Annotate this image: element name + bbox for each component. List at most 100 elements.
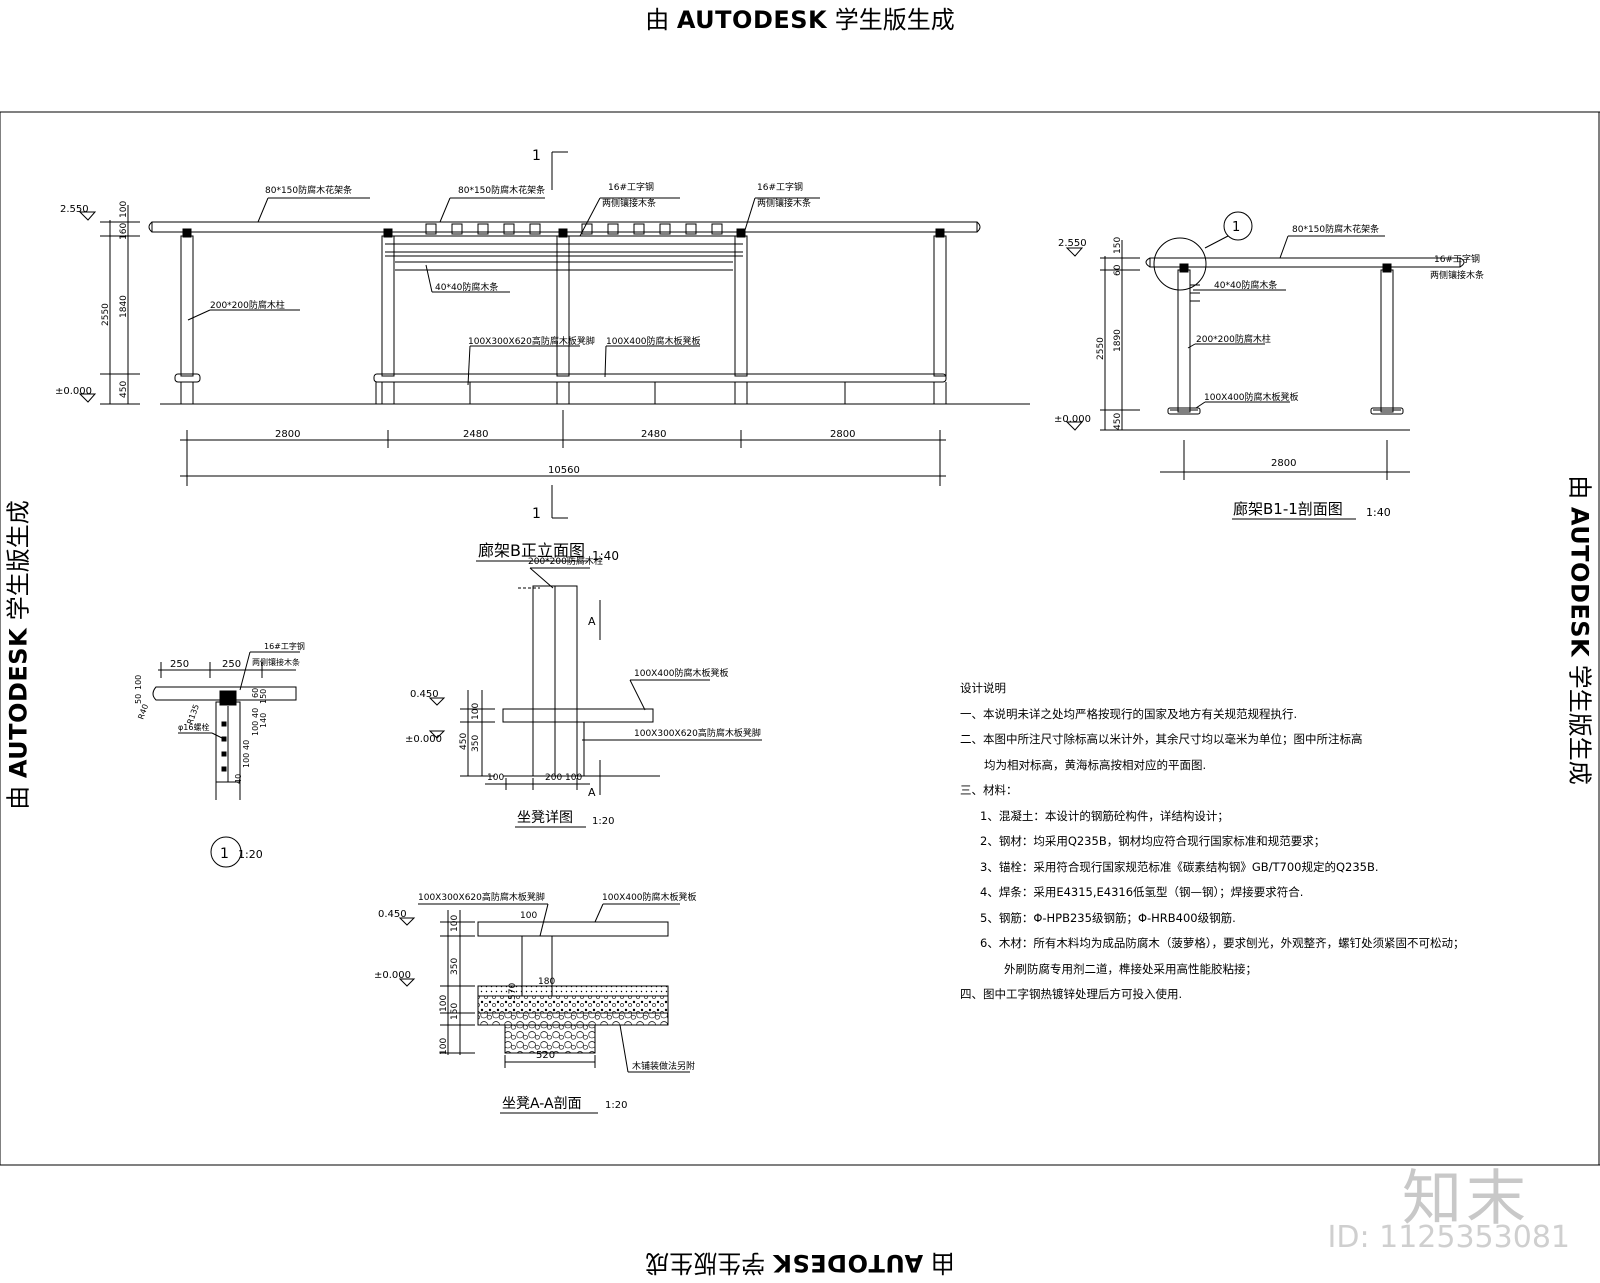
dim-h-2: 2480: [463, 429, 488, 440]
d1-dim-left-r40: R40: [136, 703, 150, 721]
label-beam-left: 80*150防腐木花架条: [265, 184, 352, 196]
bd-dim-450: 450: [459, 733, 469, 750]
label-purlin: 40*40防腐木条: [435, 281, 498, 293]
bs-dim-100c: 100: [439, 1038, 449, 1055]
bd-title: 坐凳详图: [517, 810, 573, 826]
bs-dim-350: 350: [450, 958, 460, 975]
notes-title: 设计说明: [960, 681, 1006, 695]
d1-dim-right-100: 100: [251, 721, 260, 736]
student-stamp-top: 由 AUTODESK 学生版生成: [645, 6, 955, 34]
b1-label-steel-2: 两侧镶接木条: [1430, 269, 1484, 281]
b1-label-steel: 16#工字钢: [1434, 253, 1480, 265]
label-steel-right-2: 两侧镶接木条: [757, 197, 811, 209]
d1-dim-top-2: 250: [222, 659, 241, 670]
b1-level-zero: ±0.000: [1054, 414, 1091, 425]
dim-total: 10560: [548, 465, 580, 476]
dim-1840: 1840: [119, 295, 129, 318]
d1-dim-right-150: 150: [259, 689, 268, 704]
bd-label-leg: 100X300X620高防腐木板凳脚: [634, 727, 761, 739]
elevation-scale: 1:40: [592, 549, 619, 563]
label-steel-right: 16#工字钢: [757, 181, 803, 193]
note-line-8: 4、焊条：采用E4315,E4316低氢型（钢—钢）；焊接要求符合.: [980, 885, 1304, 899]
d1-dim-left-100: 100: [134, 675, 143, 690]
bd-level-zero: ±0.000: [405, 734, 442, 745]
bd-dim-350: 350: [471, 735, 481, 752]
b1-label-beam: 80*150防腐木花架条: [1292, 223, 1379, 235]
note-line-10: 6、木材：所有木料均为成品防腐木（菠萝格），要求刨光，外观整齐，螺钉处须紧固不可…: [980, 936, 1465, 950]
elevation-view: 1 1 2.550 ±0.000 100 160 1840 450 2550 2…: [55, 148, 1030, 563]
label-steel-center: 16#工字钢: [608, 181, 654, 193]
bs-dim-inner-100: 100: [520, 911, 537, 921]
dim-160: 160: [119, 223, 129, 240]
d1-label-steel: 16#工字钢: [264, 641, 305, 651]
elevation-title: 廊架B正立面图: [478, 541, 585, 560]
label-column: 200*200防腐木柱: [210, 299, 285, 311]
bs-dim-inner-180: 180: [538, 977, 555, 987]
d1-label-bolt: φ16螺栓: [178, 722, 209, 732]
b1-dim-150: 150: [1113, 237, 1123, 254]
bs-label-plank: 100X400防腐木板凳板: [602, 891, 697, 903]
bd-level-top: 0.450: [410, 689, 439, 700]
dim-2550: 2550: [101, 303, 111, 326]
watermark-logo: 知末: [1402, 1164, 1530, 1234]
bs-label-leg: 100X300X620高防腐木板凳脚: [418, 891, 545, 903]
section-mark-top: 1: [532, 148, 541, 164]
bd-dim-h-200: 200: [545, 773, 562, 783]
d1-scale: 1:20: [238, 848, 263, 861]
note-line-6: 2、钢材：均采用Q235B，钢材均应符合现行国家标准和规范要求；: [980, 834, 1326, 848]
bs-dim-100: 100: [450, 915, 460, 932]
note-line-4: 三、材料：: [960, 783, 1018, 797]
bd-label-column: 200*200防腐木柱: [528, 555, 603, 567]
level-top-label: 2.550: [60, 204, 89, 215]
bs-title: 坐凳A-A剖面: [502, 1096, 582, 1112]
note-line-5: 1、混凝土：本设计的钢筋砼构件，详结构设计；: [980, 808, 1229, 823]
bd-dim-h-100a: 100: [487, 773, 504, 783]
b1-dim-60: 60: [1113, 264, 1123, 276]
note-line-11: 外刷防腐专用剂二道，榫接处采用高性能胶粘接；: [1004, 961, 1257, 976]
b1-dim-width: 2800: [1271, 458, 1296, 469]
bd-label-plank: 100X400防腐木板凳板: [634, 667, 729, 679]
purlin-row: [425, 223, 723, 235]
section-mark-bottom: 1: [532, 506, 541, 522]
label-bench-plank: 100X400防腐木板凳板: [606, 335, 701, 347]
note-line-2: 二、本图中所注尺寸除标高以米计外，其余尺寸均以毫米为单位；图中所注标高: [960, 732, 1363, 746]
d1-dim-right-60: 60: [251, 688, 260, 698]
d1-dim-right-100b: 100: [242, 753, 251, 768]
bd-dim-100: 100: [471, 703, 481, 720]
d1-mark: 1: [220, 846, 229, 862]
dim-h-4: 2800: [830, 429, 855, 440]
d1-label-steel-2: 两侧镶接木条: [252, 657, 300, 667]
design-notes: 设计说明 一、本说明未详之处均严格按现行的国家及地方有关规范规程执行. 二、本图…: [960, 676, 1520, 1008]
note-line-1: 一、本说明未详之处均严格按现行的国家及地方有关规范规程执行.: [960, 706, 1298, 721]
bench-detail-view: A A 0.450 ±0.000 100 450 350 100 200 100…: [405, 555, 762, 828]
bs-dim-100b: 100: [439, 995, 449, 1012]
bd-dim-h-100b: 100: [565, 773, 582, 783]
dim-h-1: 2800: [275, 429, 300, 440]
b1-scale: 1:40: [1366, 506, 1391, 519]
b1-label-bench: 100X400防腐木板凳板: [1204, 391, 1299, 403]
b1-title: 廊架B1-1剖面图: [1233, 500, 1343, 518]
watermark-id: ID: 1125353081: [1327, 1220, 1570, 1255]
dim-450: 450: [119, 381, 129, 398]
d1-dim-top-1: 250: [170, 659, 189, 670]
b1-label-purlin: 40*40防腐木条: [1214, 279, 1277, 291]
bench-section-view: 0.450 ±0.000 100 350 100 150 100 100 570…: [374, 891, 697, 1114]
level-zero-label: ±0.000: [55, 386, 92, 397]
b1-level-top: 2.550: [1058, 238, 1087, 249]
bs-label-paving: 木铺装做法另附: [632, 1060, 695, 1072]
d1-dim-right-40b: 40: [242, 740, 251, 750]
label-beam-center: 80*150防腐木花架条: [458, 184, 545, 196]
dim-h-3: 2480: [641, 429, 666, 440]
bs-dim-base: 520: [536, 1050, 555, 1061]
bd-section-mark-top: A: [588, 615, 596, 628]
bs-dim-150: 150: [450, 1003, 460, 1020]
note-line-12: 四、图中工字钢热镀锌处理后方可投入使用.: [960, 987, 1183, 1001]
sheet-frame: [0, 111, 1600, 1166]
b1-dim-1890: 1890: [1113, 329, 1123, 352]
d1-dim-right-40: 40: [251, 708, 260, 718]
section-b1-view: 1 2.550 ±0.000 150 60 1890 450 2550 2800: [1054, 211, 1484, 520]
b1-label-column: 200*200防腐木柱: [1196, 333, 1271, 345]
note-line-3: 均为相对标高，黄海标高按相对应的平面图.: [984, 757, 1207, 772]
b1-dim-450: 450: [1113, 413, 1123, 430]
